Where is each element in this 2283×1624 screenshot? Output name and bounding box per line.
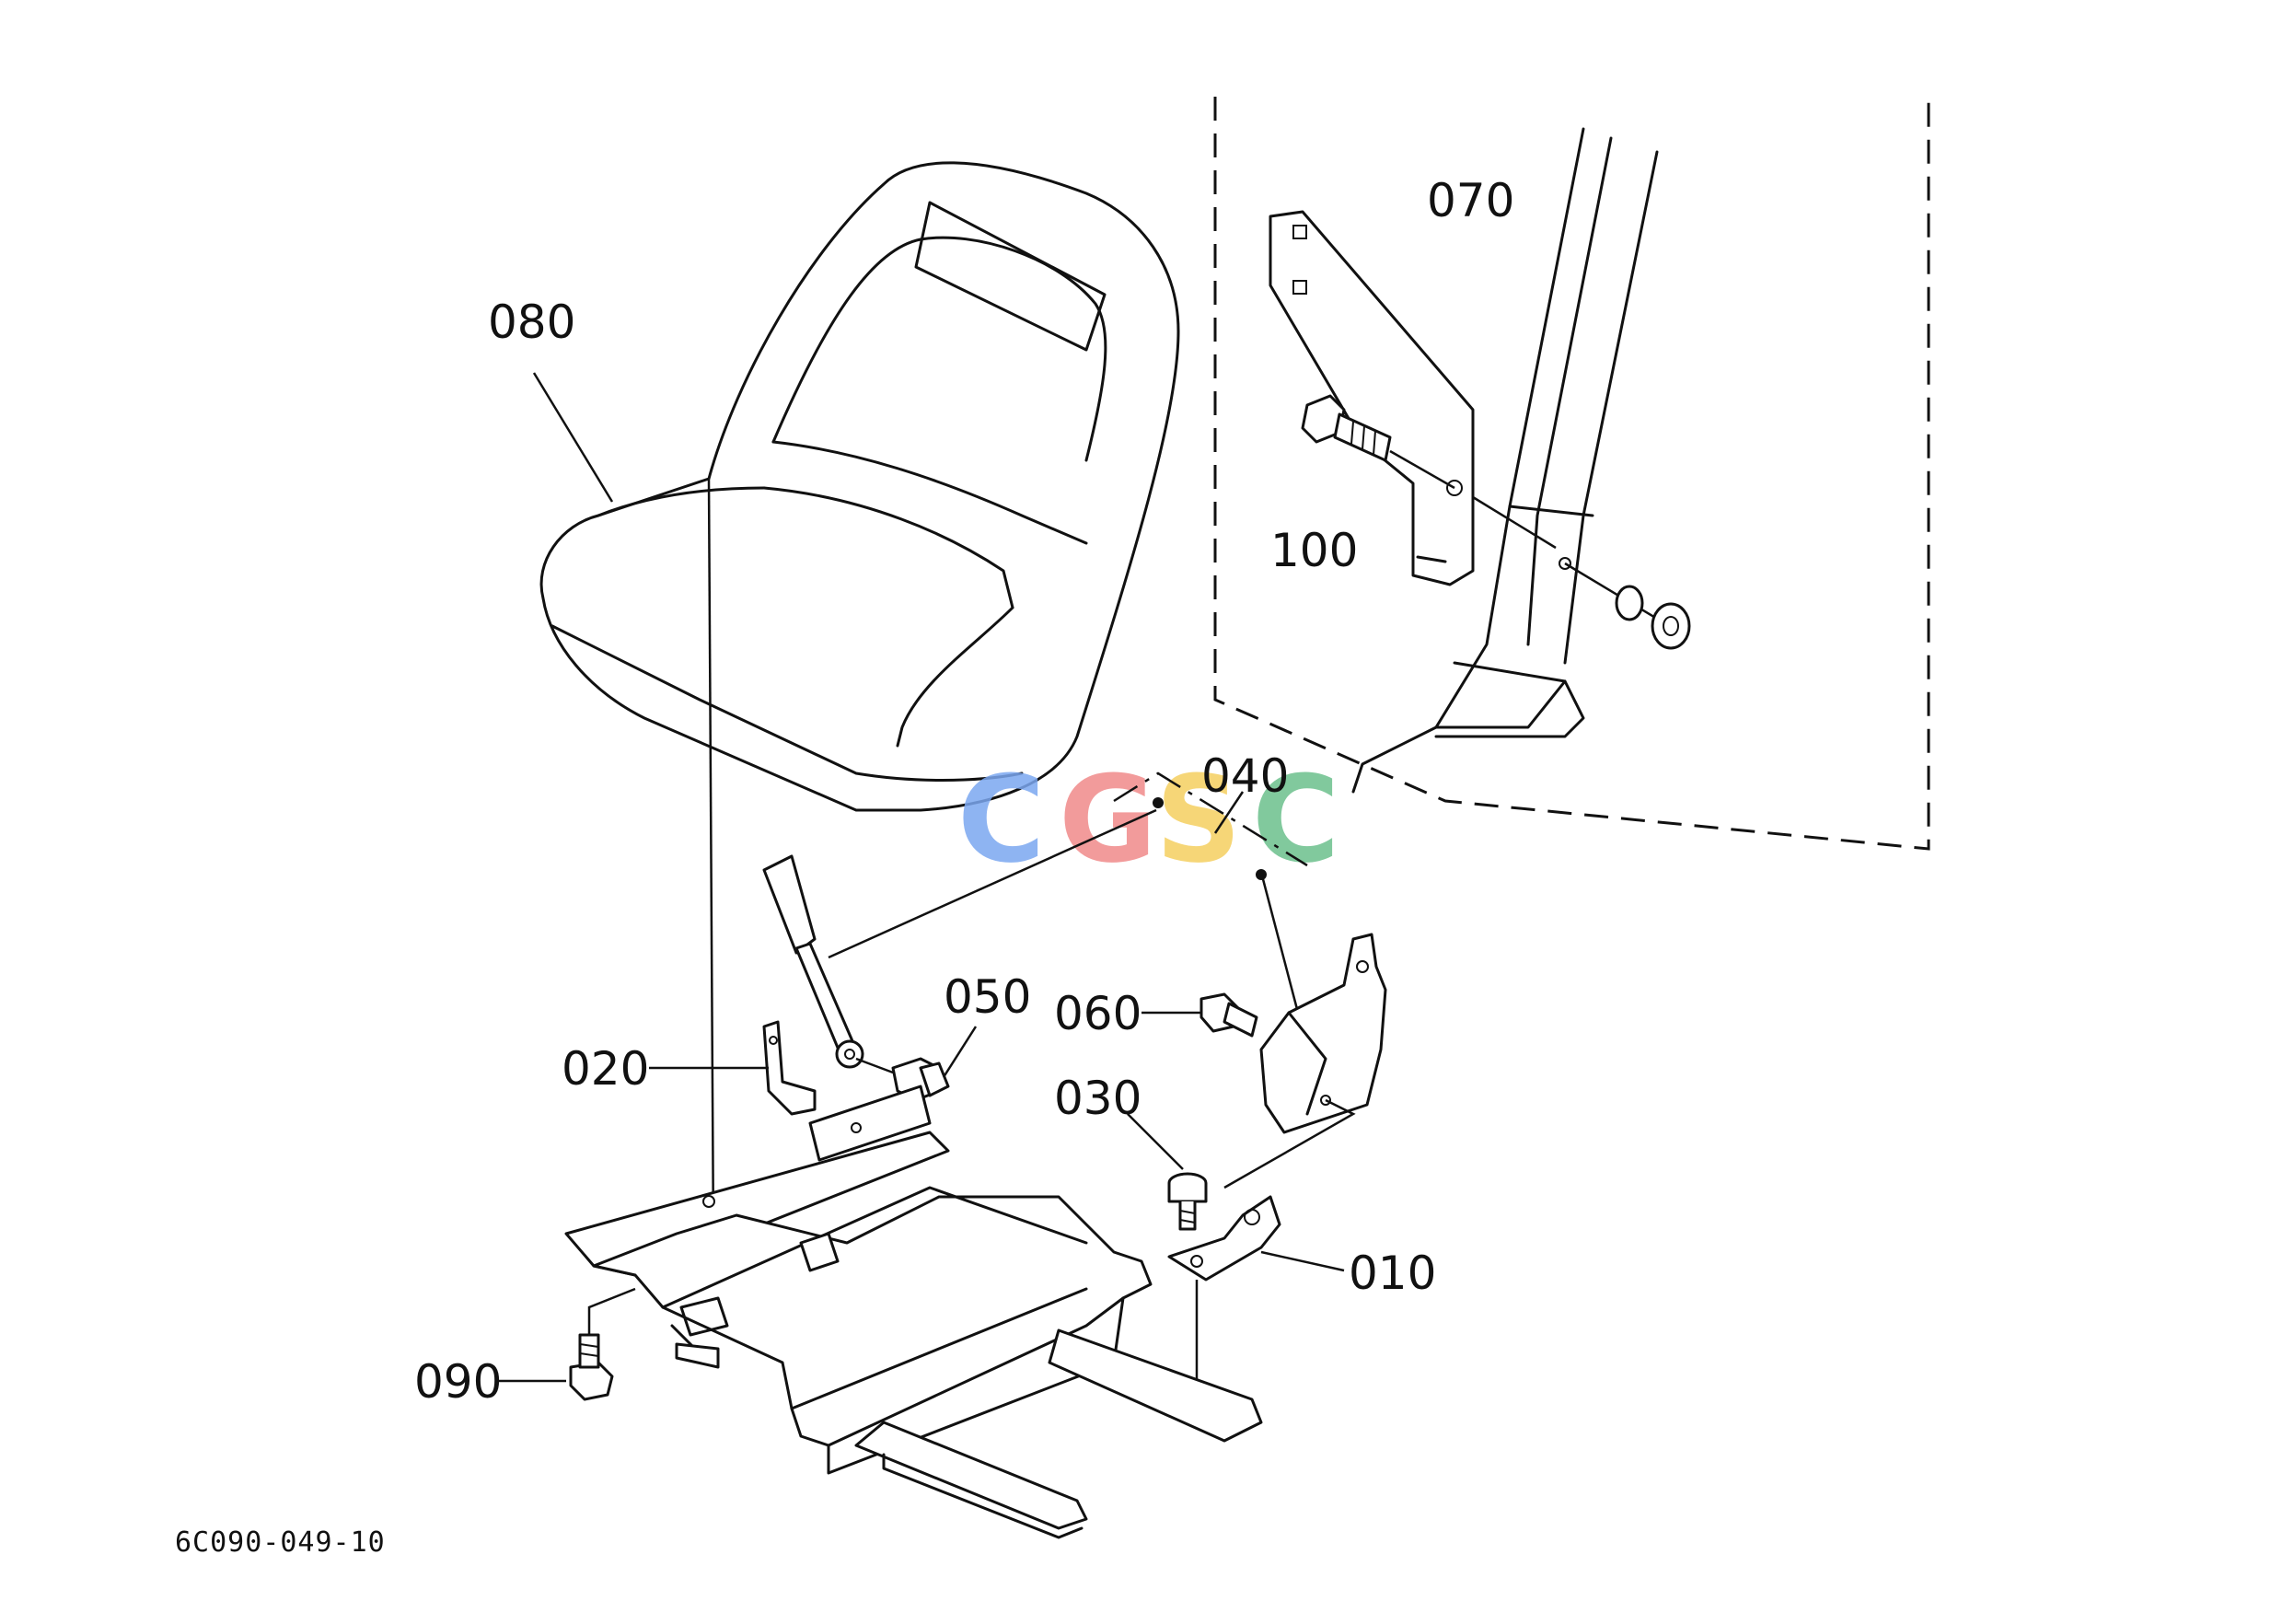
bracket-010	[1167, 1195, 1345, 1390]
watermark-letter-1: C	[957, 749, 1045, 889]
bolt-100	[1301, 394, 1557, 550]
callout-labels: 070 080 100 040 050 060 020 030 010 090	[414, 174, 1514, 1409]
callout-050: 050	[944, 970, 1031, 1024]
seatbelt-guide-lines	[828, 771, 1308, 1014]
bolt-030	[1127, 1113, 1208, 1231]
drawing-number: 6C090-049-10	[175, 1526, 386, 1559]
seatbelt-buckle	[1223, 933, 1387, 1189]
seat-slide-rails	[564, 1085, 1263, 1539]
washer-and-nut	[1559, 557, 1691, 650]
seat-080	[532, 161, 1180, 1244]
bracket-020	[649, 1020, 817, 1116]
bolt-050	[855, 1026, 978, 1102]
callout-070: 070	[1427, 174, 1514, 227]
watermark-letter-2: G	[1059, 749, 1157, 889]
rops-post	[1351, 127, 1659, 794]
detail-frame-boundary	[1213, 97, 1930, 851]
callout-040: 040	[1201, 749, 1289, 803]
callout-080: 080	[488, 296, 575, 349]
bracket-070	[1269, 210, 1475, 586]
bolt-090	[497, 1287, 636, 1401]
watermark-letter-4: C	[1252, 749, 1339, 889]
callout-020: 020	[562, 1042, 649, 1096]
callout-030: 030	[1054, 1072, 1142, 1125]
seatbelt-tongue-040	[762, 854, 864, 1069]
watermark-logo: C G S C	[957, 749, 1339, 889]
watermark-letter-3: S	[1155, 749, 1242, 889]
bolt-060	[1142, 992, 1258, 1038]
callout-060: 060	[1054, 987, 1142, 1040]
callout-100: 100	[1270, 524, 1358, 577]
callout-010: 010	[1349, 1247, 1436, 1300]
callout-090: 090	[414, 1355, 502, 1409]
